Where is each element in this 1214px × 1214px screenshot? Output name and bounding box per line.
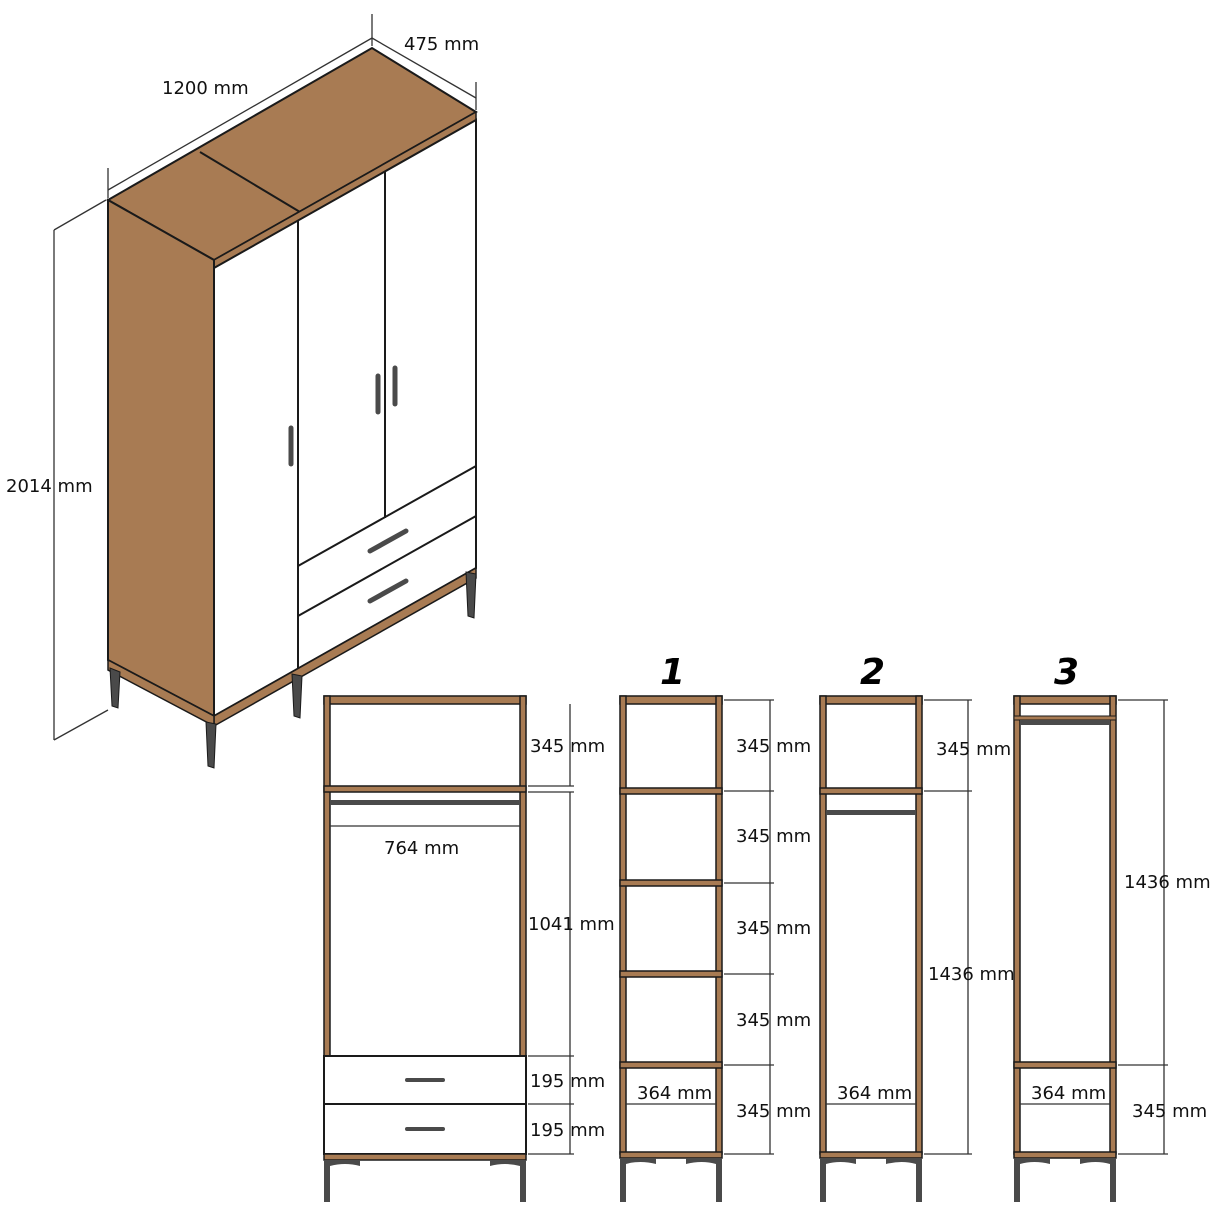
unit-2-elevation: 2 345 mm 1436 mm 364 mm [819, 652, 1015, 1202]
unit-3-elevation: 3 1436 mm 345 mm 364 mm [1013, 652, 1211, 1202]
unit-3-number: 3 [1054, 652, 1079, 693]
metal-leg-icon [820, 1158, 856, 1202]
main-rail-width-label: 764 mm [384, 838, 459, 859]
metal-leg-icon [620, 1158, 656, 1202]
unit-1-shelf-2-label: 345 mm [736, 826, 811, 847]
isometric-wardrobe: 1200 mm 475 mm 2014 mm [6, 14, 479, 769]
metal-leg-icon [291, 673, 303, 719]
unit-1-shelf-5-label: 345 mm [736, 1101, 811, 1122]
unit-2-top-label: 345 mm [936, 739, 1011, 760]
bar-handle-icon [367, 528, 409, 554]
unit-1-shelf-4-label: 345 mm [736, 1010, 811, 1031]
unit-1-width-label: 364 mm [637, 1083, 712, 1104]
unit-1-elevation: 1 345 mm 345 mm 345 mm 345 mm 345 mm 364… [619, 652, 811, 1202]
metal-leg-icon [324, 1160, 360, 1202]
main-drawer1-label: 195 mm [530, 1071, 605, 1092]
unit-1-shelf-1-label: 345 mm [736, 736, 811, 757]
metal-leg-icon [1014, 1158, 1050, 1202]
main-unit-elevation: 345 mm 764 mm 1041 mm 195 mm 195 mm [323, 695, 615, 1202]
metal-leg-icon [109, 667, 121, 709]
unit-2-hanging-label: 1436 mm [928, 964, 1015, 985]
unit-3-bottom-label: 345 mm [1132, 1101, 1207, 1122]
metal-leg-icon [490, 1160, 526, 1202]
metal-leg-icon [886, 1158, 922, 1202]
main-hanging-label: 1041 mm [528, 914, 615, 935]
overall-width-label: 1200 mm [162, 78, 249, 99]
metal-leg-icon [465, 571, 477, 619]
unit-2-number: 2 [860, 652, 885, 693]
unit-3-hanging-label: 1436 mm [1124, 872, 1211, 893]
overall-height-label: 2014 mm [6, 476, 93, 497]
unit-1-number: 1 [660, 652, 685, 693]
bar-handle-icon [367, 578, 409, 604]
metal-leg-icon [205, 721, 217, 769]
unit-1-shelf-3-label: 345 mm [736, 918, 811, 939]
metal-leg-icon [686, 1158, 722, 1202]
unit-3-width-label: 364 mm [1031, 1083, 1106, 1104]
wardrobe-side-panel [107, 198, 215, 718]
main-top-shelf-label: 345 mm [530, 736, 605, 757]
overall-depth-label: 475 mm [404, 34, 479, 55]
unit-2-width-label: 364 mm [837, 1083, 912, 1104]
main-drawer2-label: 195 mm [530, 1120, 605, 1141]
metal-leg-icon [1080, 1158, 1116, 1202]
